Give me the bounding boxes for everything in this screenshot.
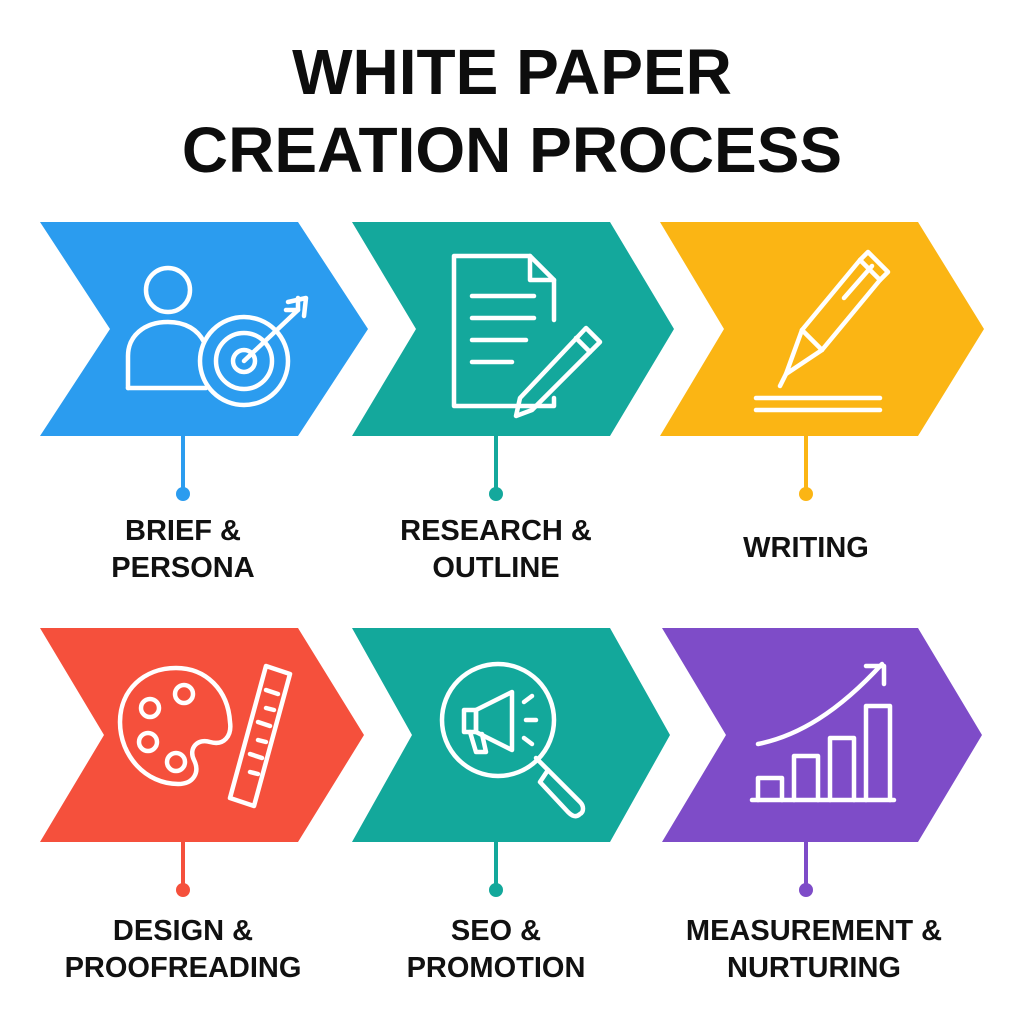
step-brief-persona: [40, 222, 370, 436]
step-2-label-line-1: RESEARCH &: [400, 515, 592, 547]
step-4-connector: [181, 842, 185, 888]
step-6-dot: [799, 883, 813, 897]
step-6-label: MEASUREMENT & NURTURING: [664, 913, 964, 987]
step-research-outline: [352, 222, 682, 436]
step-4-chevron: [40, 628, 364, 842]
step-6-chevron: [662, 628, 982, 842]
step-3-label: WRITING: [666, 530, 946, 567]
step-4-dot: [176, 883, 190, 897]
step-design-proofreading: [40, 628, 370, 842]
step-2-label: RESEARCH & OUTLINE: [356, 513, 636, 587]
step-1-label-line-1: BRIEF &: [125, 515, 241, 547]
step-measurement-nurturing: [662, 628, 992, 842]
step-1-chevron: [40, 222, 368, 436]
persona-target-icon: [125, 265, 309, 408]
step-5-label-line-1: SEO &: [450, 915, 542, 947]
step-3-label-line-1: WRITING: [743, 532, 869, 564]
step-seo-promotion: [352, 628, 682, 842]
step-1-label-line-2: PERSONA: [111, 552, 255, 584]
growth-chart-icon: [749, 661, 897, 803]
step-5-connector: [494, 842, 498, 888]
step-3-dot: [799, 487, 813, 501]
step-6-connector: [804, 842, 808, 888]
megaphone-search-icon: [439, 661, 586, 819]
step-6-label-line-2: NURTURING: [727, 952, 901, 984]
step-2-dot: [489, 487, 503, 501]
title-line-1: WHITE PAPER: [292, 36, 732, 108]
step-5-label: SEO & PROMOTION: [356, 913, 636, 987]
step-4-label-line-1: DESIGN &: [112, 915, 254, 947]
palette-ruler-icon: [117, 663, 293, 809]
title-line-2: CREATION PROCESS: [181, 114, 843, 186]
step-1-dot: [176, 487, 190, 501]
pen-icon: [753, 249, 891, 413]
step-2-connector: [494, 436, 498, 492]
document-pencil-icon: [451, 253, 603, 419]
step-1-connector: [181, 436, 185, 492]
step-2-label-line-2: OUTLINE: [432, 552, 560, 584]
step-3-chevron: [660, 222, 984, 436]
step-6-label-line-1: MEASUREMENT &: [685, 915, 943, 947]
step-5-dot: [489, 883, 503, 897]
step-4-label-line-2: PROOFREADING: [64, 952, 302, 984]
step-3-connector: [804, 436, 808, 492]
step-4-label: DESIGN & PROOFREADING: [43, 913, 323, 987]
step-1-label: BRIEF & PERSONA: [43, 513, 323, 587]
step-2-chevron: [352, 222, 674, 436]
step-5-label-line-2: PROMOTION: [406, 952, 586, 984]
step-writing: [660, 222, 990, 436]
